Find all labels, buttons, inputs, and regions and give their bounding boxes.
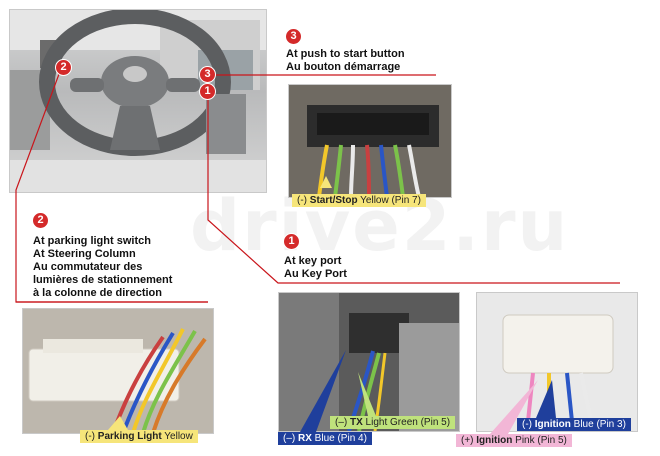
tag-prefix: (-) bbox=[522, 419, 535, 430]
tag-prefix: (–) bbox=[335, 417, 350, 428]
ignition-connector-photo bbox=[476, 292, 638, 432]
callout-2-label-line1: At parking light switch bbox=[33, 235, 151, 247]
tag-prefix: (–) bbox=[283, 433, 298, 444]
callout-2-number: 2 bbox=[33, 213, 48, 228]
marker-3-dashboard: 3 bbox=[200, 67, 215, 82]
ignition-blue-wire-tag: (-) Ignition Blue (Pin 3) bbox=[517, 418, 631, 431]
push-start-connector-photo bbox=[288, 84, 452, 198]
tag-suffix: Yellow (Pin 7) bbox=[357, 195, 421, 206]
tag-bold: Start/Stop bbox=[309, 195, 358, 206]
push-start-connector-illustration bbox=[289, 85, 451, 197]
dashboard-photo bbox=[9, 9, 267, 193]
callout-2-label-line5: à la colonne de direction bbox=[33, 287, 162, 299]
tag-bold: Ignition bbox=[534, 419, 571, 430]
tag-prefix: (+) bbox=[461, 435, 477, 446]
tag-prefix: (-) bbox=[297, 195, 310, 206]
callout-2-label-line3: Au commutateur des bbox=[33, 261, 143, 273]
callout-1-number: 1 bbox=[284, 234, 299, 249]
start-stop-wire-tag: (-) Start/Stop Yellow (Pin 7) bbox=[292, 194, 426, 207]
tag-bold: RX bbox=[298, 433, 312, 444]
tag-suffix: Light Green (Pin 5) bbox=[362, 417, 451, 428]
tag-bold: TX bbox=[350, 417, 363, 428]
parking-light-connector-photo bbox=[22, 308, 214, 434]
marker-1-dashboard: 1 bbox=[200, 84, 215, 99]
callout-2-label-line4: lumières de stationnement bbox=[33, 274, 173, 286]
callout-2-label-line2: At Steering Column bbox=[33, 248, 136, 260]
marker-2-dashboard: 2 bbox=[56, 60, 71, 75]
tag-bold: Ignition bbox=[476, 435, 513, 446]
tag-suffix: Blue (Pin 4) bbox=[311, 433, 367, 444]
tag-suffix: Pink (Pin 5) bbox=[512, 435, 567, 446]
callout-1-label-line1: At key port bbox=[284, 255, 342, 267]
tag-suffix: Yellow bbox=[161, 431, 193, 442]
tx-wire-tag: (–) TX Light Green (Pin 5) bbox=[330, 416, 456, 429]
callout-3-label-line1: At push to start button bbox=[286, 48, 405, 60]
parking-light-wire-tag: (-) Parking Light Yellow bbox=[80, 430, 198, 443]
tag-suffix: Blue (Pin 3) bbox=[570, 419, 626, 430]
tag-prefix: (-) bbox=[85, 431, 98, 442]
callout-3-label-line2: Au bouton démarrage bbox=[286, 61, 401, 73]
key-port-illustration bbox=[279, 293, 459, 431]
rx-wire-tag: (–) RX Blue (Pin 4) bbox=[278, 432, 372, 445]
callout-1-label-line2: Au Key Port bbox=[284, 268, 347, 280]
parking-light-connector-illustration bbox=[23, 309, 213, 433]
tag-bold: Parking Light bbox=[97, 431, 162, 442]
callout-3-number: 3 bbox=[286, 29, 301, 44]
ignition-pink-wire-tag: (+) Ignition Pink (Pin 5) bbox=[456, 434, 572, 447]
